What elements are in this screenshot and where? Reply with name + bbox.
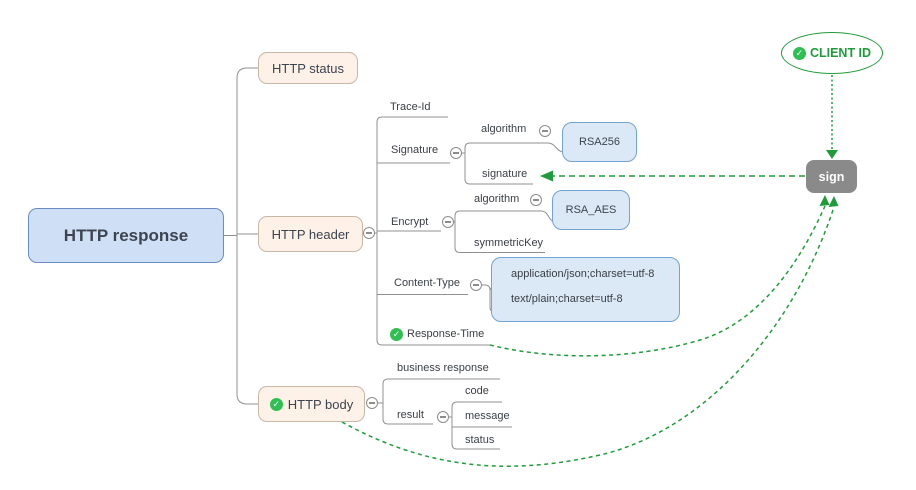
- node-label: RSA_AES: [565, 204, 617, 216]
- node-signature-value[interactable]: signature: [482, 168, 528, 180]
- node-response-time[interactable]: Response-Time: [390, 328, 484, 341]
- collapse-icon-result[interactable]: [437, 411, 449, 423]
- collapse-icon-header[interactable]: [363, 227, 375, 239]
- node-http-header[interactable]: HTTP header: [258, 216, 363, 252]
- node-label: HTTP status: [271, 60, 344, 76]
- node-sign[interactable]: sign: [806, 160, 857, 193]
- collapse-icon-content-type[interactable]: [470, 279, 482, 291]
- node-message[interactable]: message: [465, 410, 510, 422]
- node-label: Response-Time: [407, 328, 485, 340]
- node-business-response[interactable]: business response: [397, 362, 489, 374]
- node-label: RSA256: [579, 136, 620, 148]
- node-label: sign: [818, 169, 845, 184]
- relationship-lines: [341, 75, 835, 467]
- node-trace-id[interactable]: Trace-Id: [390, 101, 431, 113]
- check-icon: [792, 46, 806, 60]
- collapse-icon-body[interactable]: [366, 397, 378, 409]
- node-signature[interactable]: Signature: [391, 144, 439, 156]
- node-client-id[interactable]: CLIENT ID: [781, 32, 883, 74]
- node-label: HTTP header: [271, 226, 350, 242]
- arrowhead-left-icon: [540, 170, 553, 182]
- node-result[interactable]: result: [397, 409, 424, 421]
- node-rsa-aes[interactable]: RSA_AES: [552, 190, 630, 230]
- arrowhead-up-icon: [828, 196, 839, 207]
- arrowhead-up-icon: [819, 195, 830, 206]
- collapse-icon-signature[interactable]: [450, 147, 462, 159]
- node-label: CLIENT ID: [809, 46, 872, 60]
- node-content-type-text[interactable]: text/plain;charset=utf-8: [511, 293, 623, 305]
- check-icon: [390, 328, 403, 341]
- node-encrypt-algorithm[interactable]: algorithm: [474, 193, 520, 205]
- node-label: HTTP response: [63, 225, 189, 245]
- node-status[interactable]: status: [465, 434, 495, 446]
- collapse-icon-encrypt[interactable]: [442, 216, 454, 228]
- node-label: HTTP body: [287, 396, 354, 412]
- node-content-type-values[interactable]: [491, 257, 680, 322]
- arrowheads: [540, 150, 839, 207]
- node-content-type-json[interactable]: application/json;charset=utf-8: [511, 268, 655, 280]
- node-http-response[interactable]: HTTP response: [28, 208, 224, 263]
- collapse-icon-signature-algorithm[interactable]: [539, 125, 551, 137]
- arrowhead-down-icon: [826, 150, 838, 159]
- node-symmetrickey[interactable]: symmetricKey: [474, 237, 544, 249]
- collapse-icon-encrypt-algorithm[interactable]: [530, 194, 542, 206]
- responsetime-to-sign-curve: [489, 205, 826, 357]
- node-signature-algorithm[interactable]: algorithm: [481, 123, 527, 135]
- node-rsa256[interactable]: RSA256: [562, 122, 637, 162]
- check-icon: [269, 397, 283, 411]
- node-http-status[interactable]: HTTP status: [258, 52, 358, 84]
- node-http-body[interactable]: HTTP body: [258, 386, 365, 422]
- node-code[interactable]: code: [465, 385, 489, 397]
- node-content-type[interactable]: Content-Type: [394, 277, 461, 289]
- node-encrypt[interactable]: Encrypt: [391, 216, 429, 228]
